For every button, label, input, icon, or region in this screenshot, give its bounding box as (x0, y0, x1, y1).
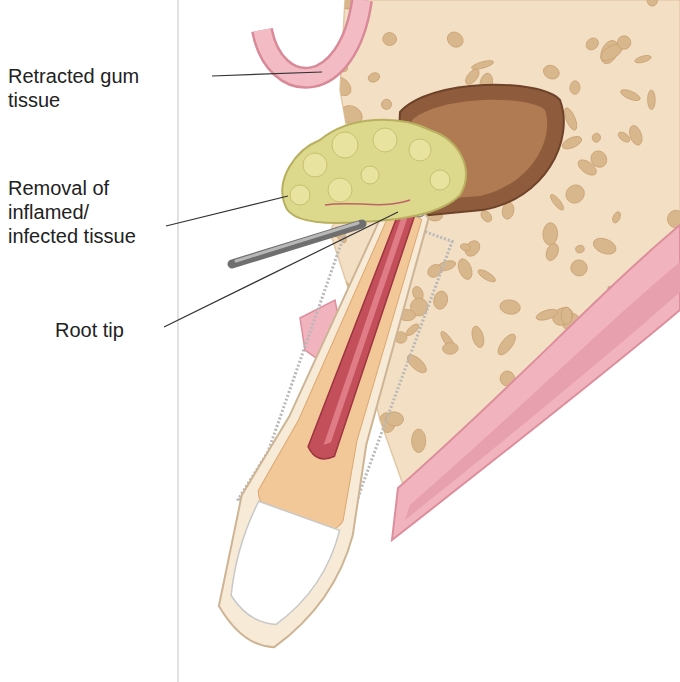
root-canal-filling (306, 210, 420, 463)
bone-pore (616, 34, 632, 50)
bone-pore (535, 307, 559, 322)
curette (232, 224, 362, 264)
bone-pore (656, 472, 667, 483)
bone-pore (611, 211, 622, 225)
bone-pore (575, 244, 585, 253)
bone-pore (602, 408, 614, 420)
bone-pore (444, 29, 466, 50)
bone-pore (499, 299, 521, 316)
bone-pore (639, 431, 667, 454)
bone-pore (641, 379, 665, 399)
bone-pore (570, 434, 594, 456)
tooth (194, 182, 466, 662)
bone-pore (562, 181, 588, 207)
bone-pore (544, 242, 561, 263)
tooth-outline (196, 185, 465, 662)
infected-tissue (282, 120, 466, 223)
bone-pore (470, 325, 486, 349)
infected-tissue-texture (290, 128, 450, 205)
bone-pore (584, 36, 601, 53)
bone-pore (647, 0, 658, 6)
part-label: Root tip (55, 318, 165, 342)
bone-pore (636, 464, 653, 481)
leader-line (166, 196, 288, 226)
bone-pore (618, 438, 642, 462)
bone-pore (471, 59, 495, 71)
bone-pore (591, 235, 618, 257)
bone-pore (382, 31, 398, 46)
bone-pore (570, 81, 581, 95)
bone-pore (634, 54, 652, 64)
canal-highlight (320, 217, 411, 447)
bone-pore (616, 130, 631, 144)
bone-pore (491, 490, 505, 504)
bone-pore (646, 424, 672, 446)
bone-pore (577, 467, 599, 488)
bone-pore (648, 90, 656, 110)
gum-flap (262, 0, 362, 78)
bone-pore (621, 398, 638, 416)
curette-highlight (236, 223, 358, 261)
bone-pore (476, 268, 497, 284)
bone-pore (605, 449, 631, 466)
bone-pore (543, 222, 558, 245)
bone-pore (323, 0, 339, 11)
bone-pore (527, 468, 541, 482)
bone-pore (594, 472, 604, 481)
bone-pore (626, 400, 640, 413)
part-label: Retracted gum tissue (8, 64, 158, 112)
bone-pore (646, 397, 659, 411)
bone-pore (548, 193, 565, 212)
gum-flap-edge (262, 0, 362, 78)
bone-pore (463, 67, 482, 87)
bone-pore (545, 452, 561, 471)
bone-pore (580, 434, 591, 445)
gum-tissue-inner (405, 262, 680, 520)
bone-pore (568, 478, 587, 504)
bone-pore (621, 482, 642, 510)
bone-pore (655, 344, 679, 367)
guide-line (177, 0, 179, 682)
bone-pore (627, 124, 644, 147)
gum-tissue (392, 225, 680, 540)
bone-pore (404, 352, 429, 376)
bone-pore (456, 257, 475, 281)
bone-pore (569, 467, 591, 488)
bone-pore (380, 98, 393, 111)
bone-pore (566, 444, 578, 454)
bone-pore (561, 307, 572, 324)
part-label: Removal of inflamed/ infected tissue (8, 176, 163, 248)
bone-pore (588, 148, 610, 171)
bone-pore (591, 132, 601, 143)
bone-pore (560, 134, 583, 152)
bone-pore (367, 71, 381, 84)
bone-pore (541, 63, 561, 82)
bone-pore (412, 429, 426, 453)
bone-pore (460, 243, 472, 252)
bone-pore (621, 401, 645, 418)
bone-pore (601, 430, 615, 448)
blood-vessel (325, 200, 410, 205)
crown-filling (219, 501, 341, 637)
leader-line (212, 72, 322, 76)
bone-pore (569, 258, 588, 277)
bone-pore (619, 87, 641, 102)
bone-pore (442, 342, 458, 354)
bone-pore (495, 331, 519, 357)
leader-line (164, 212, 398, 327)
bone-pore (657, 389, 678, 413)
bone-pore (432, 290, 449, 311)
